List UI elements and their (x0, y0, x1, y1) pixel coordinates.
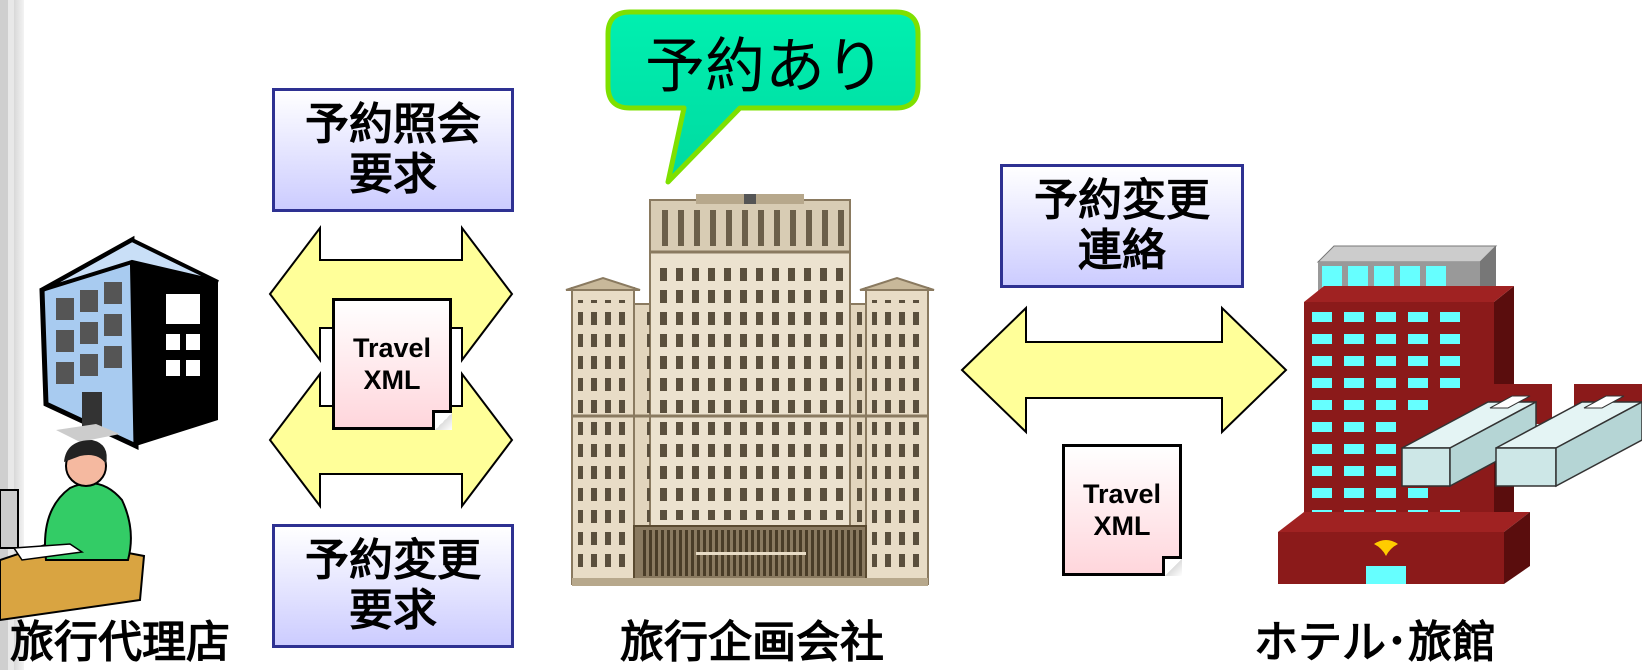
agent-figure-icon (0, 440, 146, 622)
double-arrow-right (960, 305, 1288, 435)
planner-building-grid (578, 262, 922, 580)
document-line1: Travel (1082, 479, 1162, 509)
planner-building-windows (662, 210, 844, 246)
change-request-line2: 要求 (349, 585, 437, 636)
inquiry-request-line1: 予約照会 (305, 99, 481, 150)
change-notice-line1: 予約変更 (1034, 175, 1210, 226)
beds-icon (1401, 384, 1642, 488)
callout-bubble (605, 9, 921, 185)
inquiry-request-box: 予約照会 要求 (272, 88, 514, 212)
change-request-box: 予約変更 要求 (272, 524, 514, 648)
change-request-line1: 予約変更 (305, 535, 481, 586)
travel-xml-document-right: Travel XML (1062, 444, 1182, 576)
agency-building-icon (39, 226, 220, 456)
document-line1: Travel (352, 333, 432, 363)
document-line2: XML (1093, 511, 1151, 541)
hotel-label: ホテル･旅館 (1254, 617, 1496, 668)
change-notice-box: 予約変更 連絡 (1000, 164, 1244, 288)
document-line2: XML (363, 365, 421, 395)
planner-label: 旅行企画会社 (620, 617, 884, 668)
change-notice-line2: 連絡 (1078, 225, 1166, 276)
travel-xml-document-left: Travel XML (332, 298, 452, 430)
callout-text: 予約あり (645, 31, 885, 102)
page-fold-icon (1162, 556, 1182, 576)
inquiry-request-line2: 要求 (349, 149, 437, 200)
agency-label: 旅行代理店 (10, 617, 230, 668)
page-fold-icon (432, 410, 452, 430)
